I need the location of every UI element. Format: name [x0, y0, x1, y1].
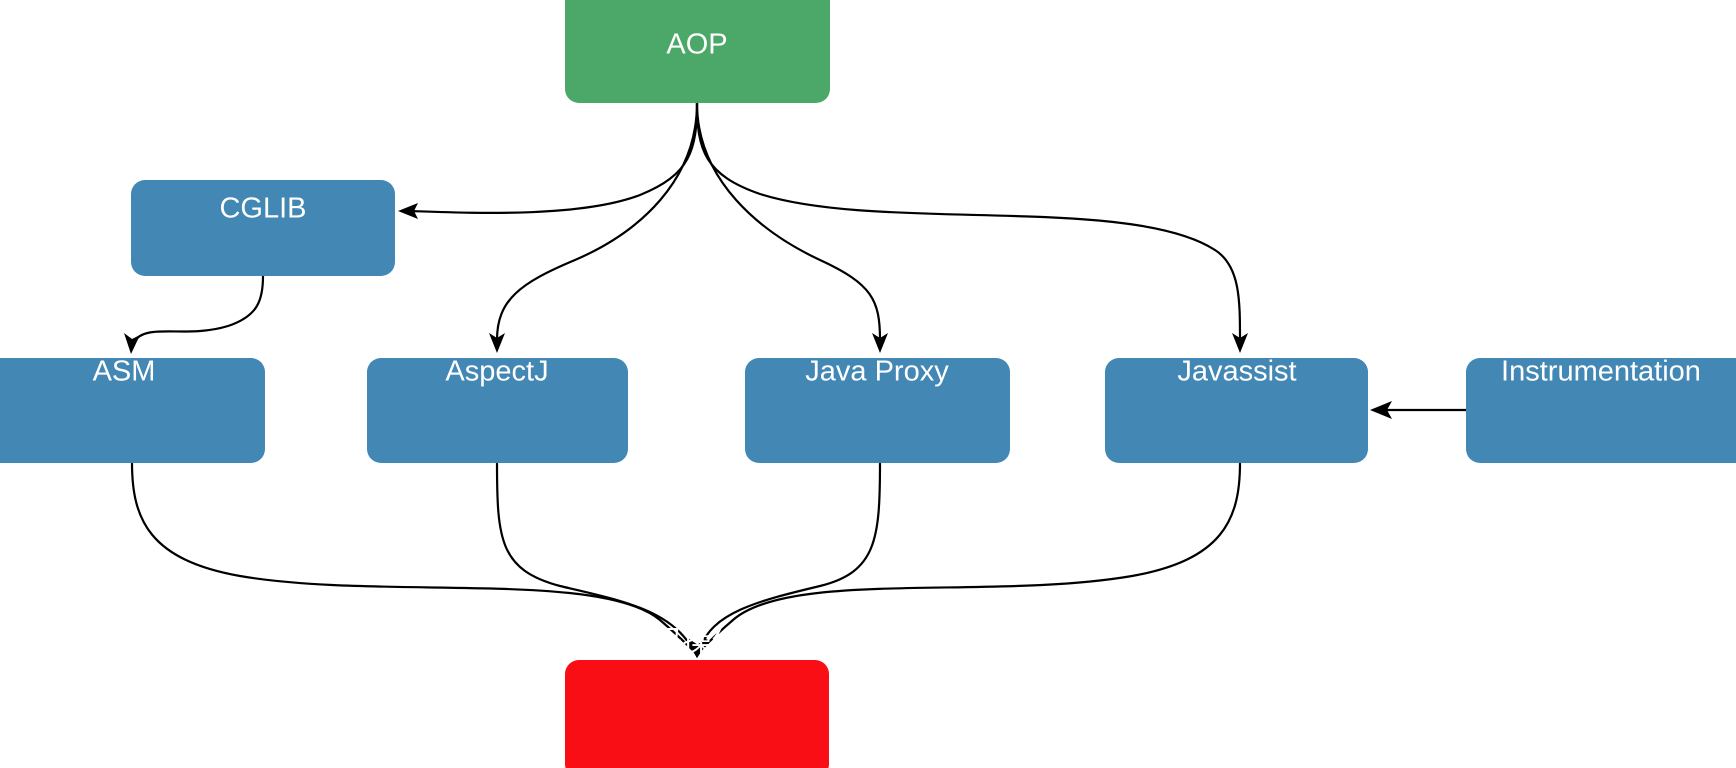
node-aspectj-box[interactable] [367, 358, 628, 463]
node-javassist[interactable]: Javassist [1105, 356, 1368, 463]
edge-aop-javassist [695, 102, 1248, 353]
node-cglib[interactable]: CGLIB [131, 180, 395, 276]
edge-aop-aspectj [489, 102, 699, 353]
node-instrumentation[interactable]: Instrumentation [1466, 356, 1736, 463]
node-instrumentation-box[interactable] [1466, 358, 1736, 463]
edge-asm-bytecode [130, 462, 707, 658]
arrowhead-icon [872, 333, 888, 353]
node-cglib-box[interactable] [131, 180, 395, 276]
edge-cglib-asm [124, 275, 265, 354]
node-asm-box[interactable] [0, 358, 265, 463]
arrowhead-icon [688, 638, 709, 658]
arrowhead-icon [398, 203, 418, 219]
edge-layer [124, 102, 1466, 658]
edge-aspectj-bytecode [495, 462, 708, 658]
arrowhead-icon [124, 333, 140, 354]
edge-javaproxy-bytecode [687, 462, 882, 658]
node-aop[interactable]: AOP [565, 0, 830, 103]
edge-aop-cglib [398, 102, 699, 219]
arrowhead-icon [1232, 333, 1248, 353]
node-java-proxy[interactable]: Java Proxy [745, 356, 1010, 463]
edge-instrumentation-javassist [1370, 401, 1466, 419]
node-aop-box[interactable] [565, 0, 830, 103]
node-asm[interactable]: ASM [0, 356, 265, 463]
node-aspectj[interactable]: AspectJ [367, 356, 628, 463]
edge-aop-javaproxy [695, 102, 888, 353]
node-java-proxy-box[interactable] [745, 358, 1010, 463]
node-javassist-box[interactable] [1105, 358, 1368, 463]
edge-javassist-bytecode [688, 462, 1242, 658]
node-bytecode-ops-box[interactable] [565, 660, 829, 768]
arrowhead-icon [1370, 401, 1392, 419]
arrowhead-icon [489, 333, 505, 353]
